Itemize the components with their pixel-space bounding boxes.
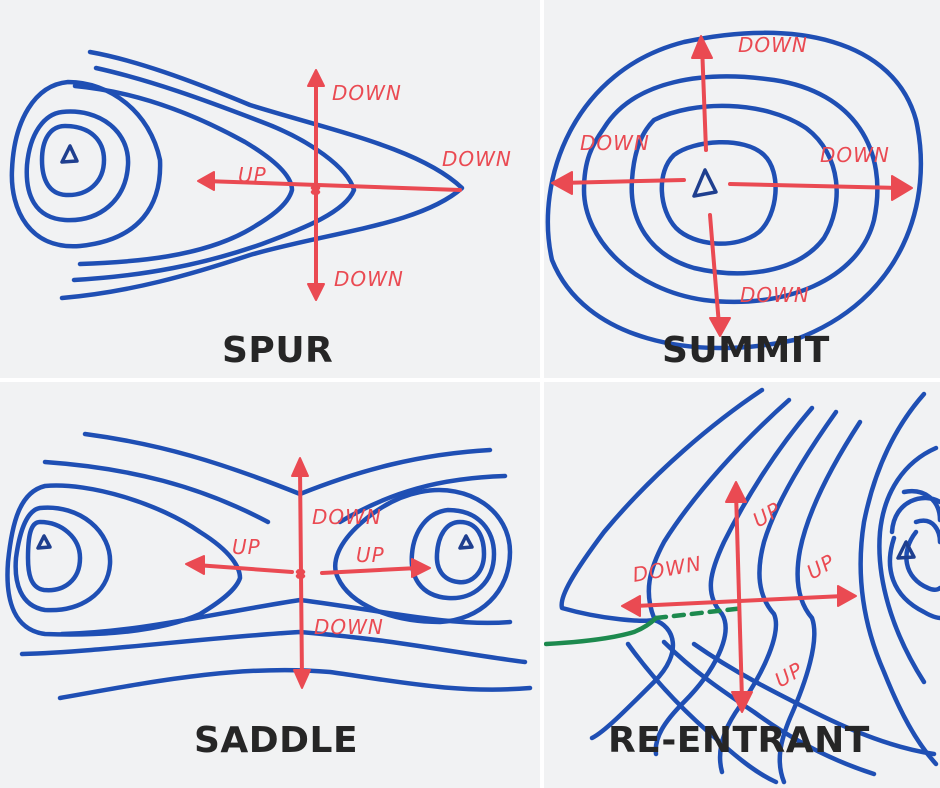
- spur-label-up: UP: [238, 163, 267, 187]
- summit-title: SUMMIT: [662, 330, 830, 371]
- saddle-contours: [5, 431, 533, 701]
- saddle-label-down-bottom: DOWN: [314, 615, 384, 639]
- summit-label-down-bottom: DOWN: [740, 283, 810, 307]
- peak-triangle-icon: [896, 540, 916, 560]
- reentrant-stream: [544, 605, 747, 647]
- summit-label-down-left: DOWN: [580, 131, 650, 155]
- spur-label-down-right: DOWN: [442, 147, 512, 171]
- spur-title: SPUR: [222, 330, 334, 371]
- saddle-label-up-left: UP: [232, 535, 261, 559]
- panel-saddle: × UP DOWN UP DOWN SADDLE: [0, 382, 540, 788]
- spur-arrows: ×: [197, 69, 462, 301]
- saddle-label-up-right: UP: [356, 543, 385, 567]
- reentrant-arrows: [621, 481, 857, 713]
- summit-label-down-right: DOWN: [820, 143, 890, 167]
- panel-spur: × DOWN DOWN UP DOWN SPUR: [0, 0, 540, 378]
- peak-triangle-icon: [458, 534, 474, 550]
- panel-summit: DOWN DOWN DOWN DOWN SUMMIT: [544, 0, 940, 378]
- reentrant-title: RE-ENTRANT: [608, 720, 870, 761]
- saddle-diagram: × UP DOWN UP DOWN: [5, 431, 533, 701]
- saddle-arrows: ×: [185, 457, 431, 689]
- peak-triangle-icon: [692, 168, 718, 198]
- svg-text:×: ×: [312, 183, 319, 197]
- summit-diagram: DOWN DOWN DOWN DOWN: [545, 30, 924, 351]
- summit-contours: [545, 30, 924, 351]
- panel-reentrant: UP DOWN UP UP RE-ENTRANT: [544, 382, 940, 788]
- spur-contours: [9, 49, 465, 301]
- saddle-label-down-top: DOWN: [312, 505, 382, 529]
- summit-label-down-top: DOWN: [738, 33, 808, 57]
- peak-triangle-icon: [36, 534, 52, 550]
- saddle-title: SADDLE: [194, 720, 359, 761]
- spur-diagram: × DOWN DOWN UP DOWN: [9, 49, 512, 301]
- svg-text:×: ×: [297, 567, 304, 581]
- reentrant-label-up-right: UP: [803, 549, 840, 584]
- spur-label-down-top: DOWN: [332, 81, 402, 105]
- peak-triangle-icon: [60, 144, 79, 164]
- spur-label-down-bottom: DOWN: [334, 267, 404, 291]
- summit-arrows: [551, 35, 913, 337]
- reentrant-label-down: DOWN: [631, 551, 704, 587]
